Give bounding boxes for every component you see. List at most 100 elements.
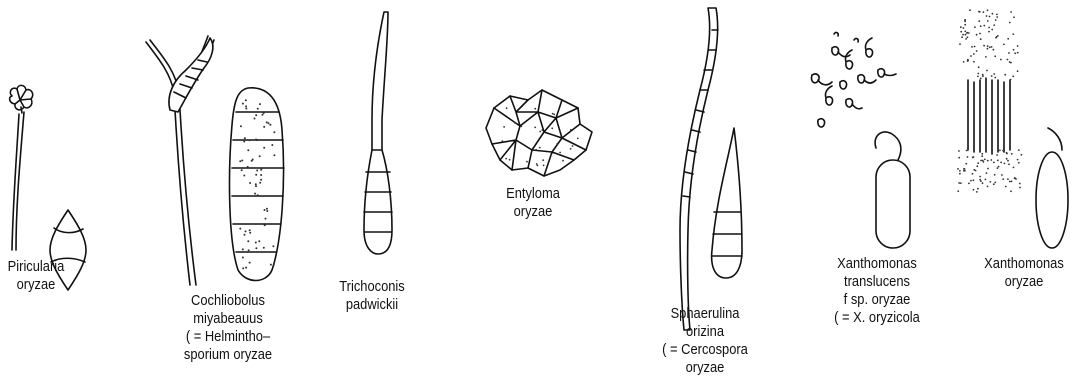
stipple-dot xyxy=(958,182,960,184)
stipple-dot xyxy=(537,165,539,167)
stipple-dot xyxy=(987,45,989,47)
stipple-dot xyxy=(975,170,977,172)
stipple-dot xyxy=(976,50,978,52)
stipple-dot xyxy=(973,189,975,191)
stipple-dot xyxy=(1007,160,1009,162)
stipple-dot xyxy=(996,14,998,16)
stipple-dot xyxy=(251,160,253,162)
stipple-dot xyxy=(273,131,275,133)
stipple-dot xyxy=(1003,44,1005,46)
stipple-dot xyxy=(245,108,247,110)
stipple-dot xyxy=(962,34,964,36)
stipple-dot xyxy=(983,45,985,47)
stipple-dot xyxy=(263,126,265,128)
cochliobolus-drawing xyxy=(146,36,284,285)
stipple-dot xyxy=(989,16,991,18)
stipple-dot xyxy=(988,27,990,29)
stipple-dot xyxy=(979,11,981,13)
stipple-dot xyxy=(552,113,554,115)
stipple-dot xyxy=(987,168,989,170)
stipple-dot xyxy=(978,66,980,68)
stipple-dot xyxy=(985,56,987,58)
stipple-dot xyxy=(542,159,544,161)
stipple-dot xyxy=(557,143,559,145)
stipple-dot xyxy=(1012,33,1014,35)
stipple-dot xyxy=(526,161,528,163)
stipple-dot xyxy=(960,26,962,28)
stipple-dot xyxy=(502,140,504,142)
stipple-dot xyxy=(241,169,243,171)
stipple-dot xyxy=(967,156,969,158)
stipple-dot xyxy=(534,127,536,129)
label-line: f sp. oryzae xyxy=(821,291,933,309)
stipple-dot xyxy=(1017,45,1019,47)
stipple-dot xyxy=(541,129,543,131)
stipple-dot xyxy=(967,36,969,38)
stipple-dot xyxy=(989,46,991,48)
stipple-dot xyxy=(263,112,265,114)
stipple-dot xyxy=(969,9,971,11)
stipple-dot xyxy=(963,168,965,170)
stipple-dot xyxy=(1011,153,1013,155)
stipple-dot xyxy=(961,36,963,38)
stipple-dot xyxy=(248,249,250,251)
label-line: Xanthomonas xyxy=(821,255,933,273)
stipple-dot xyxy=(973,179,975,181)
stipple-dot xyxy=(1005,186,1007,188)
label-line: oryzae xyxy=(5,276,67,294)
stipple-dot xyxy=(974,26,976,28)
stipple-dot xyxy=(505,158,507,160)
stipple-dot xyxy=(1013,167,1015,169)
stipple-dot xyxy=(980,38,982,40)
label-entyloma-oryzae: Entyloma oryzae xyxy=(494,185,571,221)
stipple-dot xyxy=(1009,181,1011,183)
stipple-dot xyxy=(264,224,266,226)
stipple-dot xyxy=(242,103,244,105)
stipple-dot xyxy=(993,162,995,164)
stipple-dot xyxy=(1017,52,1019,54)
stipple-dot xyxy=(260,179,262,181)
stipple-dot xyxy=(245,230,247,232)
stipple-dot xyxy=(1013,16,1015,18)
entyloma-oryzae-drawing xyxy=(486,90,592,176)
stipple-dot xyxy=(963,170,965,172)
stipple-dot xyxy=(998,166,1000,168)
stipple-dot xyxy=(960,31,962,33)
stipple-dot xyxy=(997,35,999,37)
stipple-dot xyxy=(1014,52,1016,54)
stipple-dot xyxy=(1002,178,1004,180)
stipple-dot xyxy=(1002,150,1004,152)
stipple-dot xyxy=(269,124,271,126)
stipple-dot xyxy=(1014,177,1016,179)
stipple-dot xyxy=(994,182,996,184)
stipple-dot xyxy=(982,75,984,77)
stipple-dot xyxy=(994,55,996,57)
stipple-dot xyxy=(256,139,258,141)
stipple-dot xyxy=(1010,79,1012,81)
cochliobolus-conidiophore xyxy=(146,36,214,285)
stipple-dot xyxy=(1011,181,1013,183)
xanthomonas-translucens-cell xyxy=(875,132,910,248)
stipple-dot xyxy=(503,126,505,128)
stipple-dot xyxy=(1007,59,1009,61)
stipple-dot xyxy=(965,34,967,36)
stipple-dot xyxy=(1013,49,1015,51)
label-line: ( = X. oryzicola xyxy=(821,309,933,327)
xanthomonas-oryzae-cell xyxy=(1036,128,1068,248)
stipple-dot xyxy=(242,248,244,250)
stipple-dot xyxy=(991,75,993,77)
stipple-dot xyxy=(959,170,961,172)
xanthomonas-translucens-drawing xyxy=(812,33,910,248)
stipple-dot xyxy=(562,160,564,162)
stipple-dot xyxy=(987,20,989,22)
stipple-dot xyxy=(982,160,984,162)
stipple-dot xyxy=(976,165,978,167)
stipple-dot xyxy=(272,245,274,247)
stipple-dot xyxy=(986,172,988,174)
label-line: orizina xyxy=(649,323,761,341)
stipple-dot xyxy=(999,149,1001,151)
stipple-dot xyxy=(266,208,268,210)
stipple-dot xyxy=(247,166,249,168)
stipple-dot xyxy=(245,99,247,101)
stipple-dot xyxy=(993,73,995,75)
